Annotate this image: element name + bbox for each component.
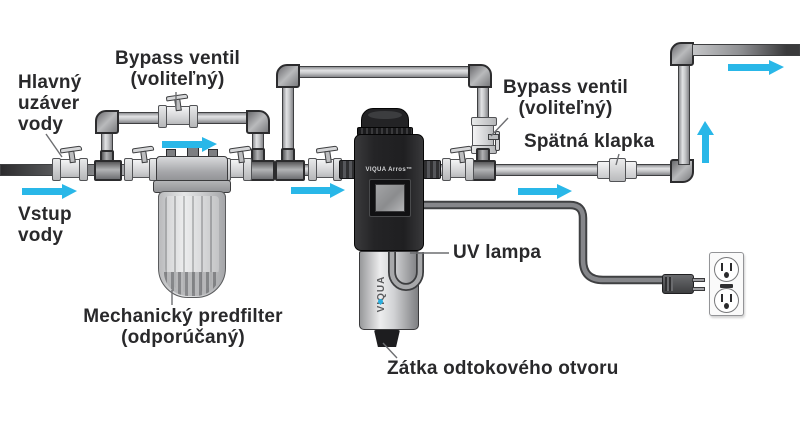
uv-display-screen bbox=[375, 184, 405, 212]
bypass2-elbow-top-left bbox=[276, 64, 300, 88]
check-valve-body bbox=[609, 158, 626, 182]
tee3-body bbox=[275, 160, 305, 181]
label-bypass-left: Bypass ventil (voliteľný) bbox=[105, 48, 250, 90]
uv-outlet-union bbox=[423, 160, 441, 179]
power-outlet-icon bbox=[709, 252, 744, 316]
outlet-riser-pipe bbox=[678, 62, 690, 165]
label-line: Bypass ventil bbox=[114, 48, 241, 69]
label-line: Hlavný bbox=[18, 72, 82, 93]
bypass2-valve-handle bbox=[488, 131, 500, 151]
label-line: (odporúčaný) bbox=[121, 327, 245, 348]
bypass1-valve bbox=[158, 105, 198, 128]
power-plug-icon bbox=[662, 274, 694, 294]
check-valve bbox=[597, 158, 637, 182]
drain-plug bbox=[374, 330, 400, 347]
uv-display-bezel bbox=[369, 179, 411, 217]
uv-controller: VIQUA Arros™ bbox=[354, 134, 424, 251]
bypass1-elbow-top-left bbox=[95, 110, 119, 134]
label-line: (voliteľný) bbox=[518, 98, 613, 119]
prefilter-outlet-valve-handle bbox=[228, 145, 252, 154]
uv-brand-text: VIQUA Arros™ bbox=[365, 167, 413, 173]
bypass1-elbow-top-right bbox=[246, 110, 270, 134]
label-main-shutoff: Hlavný uzáver vody bbox=[18, 72, 82, 135]
tee1-body bbox=[94, 160, 122, 181]
uv-inlet-valve-handle bbox=[315, 145, 339, 154]
uv-outlet-valve-handle bbox=[449, 145, 473, 154]
uv-outlet-valve bbox=[442, 158, 474, 181]
outlet-elbow-top bbox=[670, 42, 694, 66]
plug-prong bbox=[692, 287, 705, 291]
main-shutoff-valve-handle bbox=[59, 145, 83, 154]
bypass1-valve-handle bbox=[165, 93, 189, 102]
label-prefilter: Mechanický predfilter (odporúčaný) bbox=[63, 306, 303, 348]
plug-prong bbox=[692, 278, 705, 282]
label-line: Mechanický predfilter bbox=[83, 306, 283, 327]
uv-chamber: VIQUA bbox=[359, 251, 419, 330]
uv-chamber-logo-text: VIQUA bbox=[376, 275, 387, 313]
outlet-exit-pipe bbox=[692, 44, 800, 56]
label-check-valve: Spätná klapka bbox=[524, 131, 655, 152]
outlet-receptacle-bottom bbox=[714, 288, 739, 313]
label-line: uzáver bbox=[18, 93, 80, 114]
label-line: vody bbox=[18, 225, 64, 246]
label-water-inlet: Vstup vody bbox=[18, 204, 72, 246]
bypass2-top-pipe bbox=[292, 66, 478, 78]
label-bypass-right: Bypass ventil (voliteľný) bbox=[493, 77, 638, 119]
outlet-receptacle-top bbox=[714, 257, 739, 282]
bypass2-elbow-top-right bbox=[468, 64, 492, 88]
label-drain-plug: Zátka odtokového otvoru bbox=[387, 358, 619, 379]
prefilter-inlet-valve-handle bbox=[131, 145, 155, 154]
label-line: vody bbox=[18, 114, 64, 135]
label-uv-lamp: UV lampa bbox=[453, 242, 542, 263]
main-shutoff-valve bbox=[52, 158, 88, 181]
prefilter-head bbox=[156, 156, 228, 183]
label-line: (voliteľný) bbox=[130, 69, 225, 90]
label-line: Vstup bbox=[18, 204, 72, 225]
label-line: Bypass ventil bbox=[502, 77, 629, 98]
